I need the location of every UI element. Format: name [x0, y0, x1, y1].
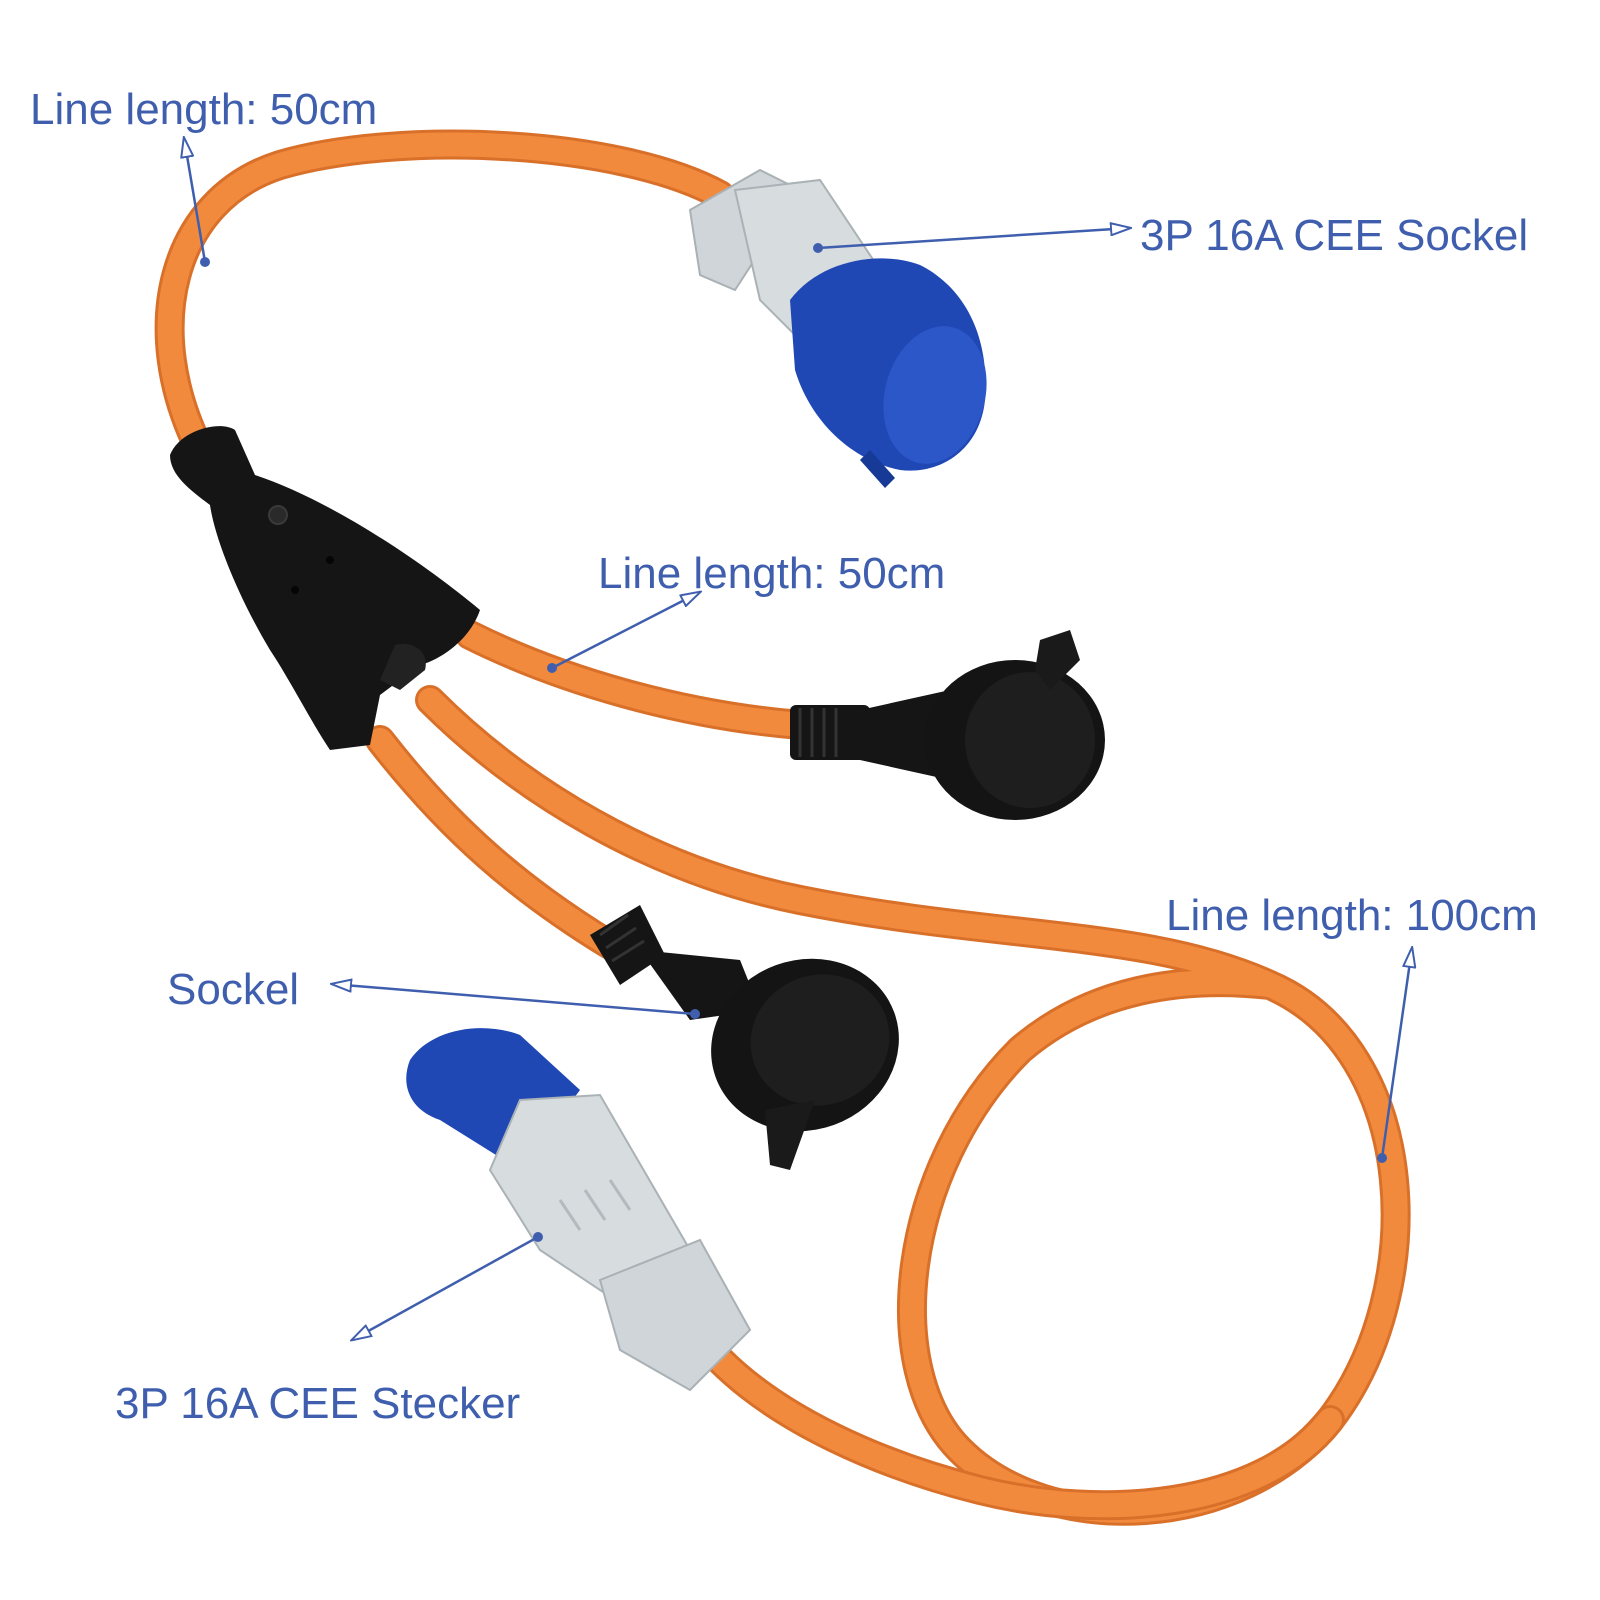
label-cee-stecker: 3P 16A CEE Stecker: [115, 1379, 521, 1428]
cables: [154, 129, 1411, 1526]
leader-long-cable: [1380, 948, 1412, 1159]
schuko-sockel-lower: [590, 905, 899, 1170]
y-splitter: [170, 426, 480, 750]
cee-plug-bottom: [406, 1028, 752, 1392]
label-mid-cable-length: Line length: 50cm: [598, 549, 946, 598]
label-top-cable-length: Line length: 50cm: [30, 85, 378, 134]
leader-top-cable: [184, 138, 207, 263]
label-long-cable-length: Line length: 100cm: [1166, 891, 1538, 940]
leader-cee-sockel: [817, 228, 1130, 250]
callout-lines: [184, 138, 1412, 1340]
leader-mid-cable: [551, 592, 700, 670]
splitter-screw: [268, 505, 288, 525]
label-cee-sockel: 3P 16A CEE Sockel: [1140, 211, 1529, 260]
schuko-socket-right: [790, 630, 1105, 820]
leader-sockel: [332, 984, 696, 1016]
label-sockel: Sockel: [167, 965, 300, 1014]
leader-cee-stecker: [352, 1235, 539, 1340]
cee-socket-top: [688, 168, 987, 488]
